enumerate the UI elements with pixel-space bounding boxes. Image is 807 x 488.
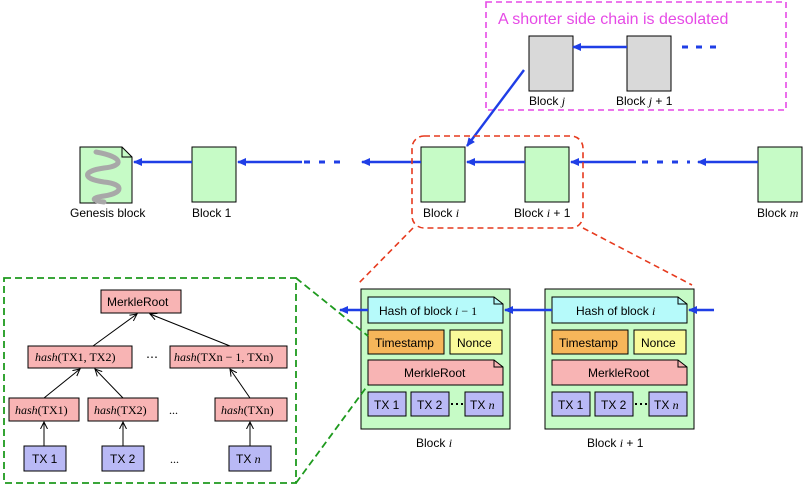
block-detail-i-plus-1-caption: Block i + 1 (587, 436, 644, 450)
hash-txn-node (214, 397, 288, 422)
leaf-txn-node (228, 445, 272, 472)
hash-txn1-txn-label: hash(TXn − 1, TXn) (174, 350, 273, 364)
side-block-j-plus-1-label: Block j + 1 (616, 94, 673, 108)
hash-tx2-node (87, 397, 159, 422)
block-i-label: Block i (423, 206, 459, 220)
zoom-line-left (356, 227, 414, 286)
block-i-plus-1-label: Block i + 1 (514, 206, 571, 220)
block-detail-i-plus-1: Hash of block i Timestamp Nonce MerkleRo… (544, 288, 695, 430)
txn-label: TX n (470, 398, 495, 412)
leaf-dots: ... (170, 452, 179, 466)
block-1 (191, 146, 237, 203)
hash-tx1-tx2-label: hash(TX1, TX2) (35, 350, 115, 364)
genesis-label: Genesis block (70, 206, 146, 220)
nonce-label: Nonce (457, 336, 492, 350)
hash-tx1-tx2-node (27, 345, 133, 369)
block-m (757, 146, 803, 203)
tx2-box (410, 391, 450, 417)
nonce-box (449, 329, 503, 355)
wavy-line-icon (85, 149, 122, 205)
timestamp-label: Timestamp (559, 336, 618, 350)
merkle-root-label: MerkleRoot (107, 295, 169, 309)
tx1-label: TX 1 (374, 398, 400, 412)
tx2-box (594, 391, 634, 417)
leaf-tx1-node (23, 445, 67, 472)
tx2-label: TX 2 (417, 398, 443, 412)
hash-prev-box (367, 296, 504, 324)
txn-box (464, 391, 504, 417)
merkle-box (367, 359, 504, 386)
merkle-label: MerkleRoot (588, 366, 650, 380)
side-block-j-plus-1 (626, 35, 672, 92)
tx1-box (367, 391, 407, 417)
hash-tx1-label: hash(TX1) (15, 403, 68, 417)
side-chain-title: A shorter side chain is desolated (498, 11, 728, 28)
block-m-label: Block m (757, 206, 799, 220)
timestamp-box (367, 329, 445, 355)
highlight-region (411, 135, 584, 229)
leaf-tx2-label: TX 2 (110, 452, 136, 466)
timestamp-label: Timestamp (375, 336, 434, 350)
hash-prev-box (551, 296, 688, 324)
side-block-j (528, 35, 574, 92)
tx1-box (551, 391, 591, 417)
hash-prev-label: Hash of block i − 1 (379, 304, 477, 318)
leaf-tx2-node (101, 445, 145, 472)
hash-txn-label: hash(TXn) (221, 403, 274, 417)
level1-dots: ... (169, 403, 178, 417)
merkle-root-node (100, 289, 182, 314)
leaf-txn-label: TX n (236, 452, 261, 466)
level2-ellipsis: ⋯ (146, 350, 158, 364)
hash-txn1-txn-node (169, 345, 288, 369)
merkle-zoom-line-top (295, 277, 369, 337)
leaf-tx1-label: TX 1 (32, 452, 58, 466)
hash-tx2-label: hash(TX2) (94, 403, 147, 417)
side-block-j-label: Block j (529, 94, 566, 108)
nonce-box (633, 329, 687, 355)
nonce-label: Nonce (641, 336, 676, 350)
timestamp-box (551, 329, 629, 355)
merkle-zoom-line-bottom (295, 384, 369, 484)
zoom-line-right (582, 227, 693, 286)
fork-arrow-j-to-i (466, 69, 525, 147)
block-detail-i-caption: Block i (416, 436, 452, 450)
txn-box (648, 391, 688, 417)
tx1-label: TX 1 (558, 398, 584, 412)
side-chain-region (485, 1, 787, 111)
tx2-label: TX 2 (601, 398, 627, 412)
hash-tx1-node (8, 397, 80, 422)
merkle-tree-region (3, 277, 297, 484)
block-detail-i: Hash of block i − 1 Timestamp Nonce Merk… (360, 288, 511, 430)
block-1-label: Block 1 (192, 206, 232, 220)
block-i-plus-1 (524, 146, 570, 203)
hash-prev-label: Hash of block i (576, 304, 655, 318)
genesis-document-icon (79, 146, 133, 205)
block-i (420, 146, 466, 203)
txn-label: TX n (654, 398, 679, 412)
merkle-box (551, 359, 688, 386)
merkle-label: MerkleRoot (404, 366, 466, 380)
